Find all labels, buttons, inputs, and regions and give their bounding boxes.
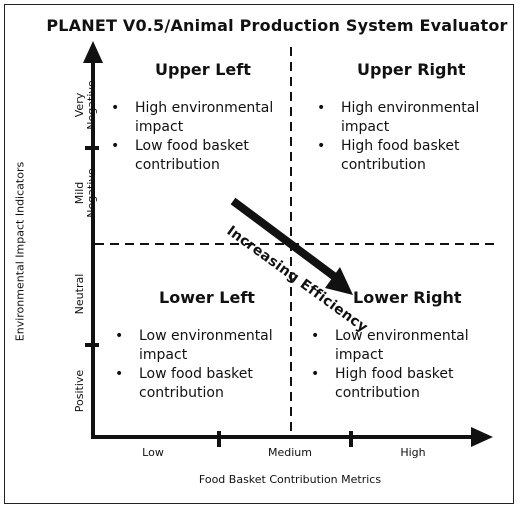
- list-item: Low food basket contribution: [111, 137, 281, 175]
- list-item: Low food basket contribution: [115, 365, 285, 403]
- quadrant-title-lower-right: Lower Right: [353, 288, 462, 307]
- quadrant-list-upper-right: High environmental impact High food bask…: [317, 99, 487, 175]
- diagram-frame: PLANET V0.5/Animal Production System Eva…: [4, 4, 514, 504]
- quadrant-list-lower-left: Low environmental impact Low food basket…: [115, 327, 285, 403]
- list-item: High food basket contribution: [311, 365, 481, 403]
- axes-layer: [83, 41, 495, 447]
- efficiency-arrow-shaft: [230, 197, 338, 281]
- x-tick-high: High: [400, 446, 426, 459]
- efficiency-arrowhead: [325, 267, 353, 295]
- list-item: High environmental impact: [111, 99, 281, 137]
- quadrant-list-lower-right: Low environmental impact High food baske…: [311, 327, 481, 403]
- list-item: Low environmental impact: [311, 327, 481, 365]
- y-axis-label: Environmental Impact Indicators: [13, 161, 27, 342]
- x-axis-arrowhead: [471, 427, 493, 447]
- list-item: High environmental impact: [317, 99, 487, 137]
- x-tick-medium: Medium: [268, 446, 312, 459]
- diagram-title: PLANET V0.5/Animal Production System Eva…: [46, 16, 508, 35]
- x-axis-label: Food Basket Contribution Metrics: [198, 473, 382, 486]
- y-axis-arrowhead: [83, 41, 103, 63]
- quadrant-title-upper-right: Upper Right: [357, 60, 466, 79]
- y-tick-mild-negative: Mild Negative: [73, 168, 98, 218]
- quadrant-title-lower-left: Lower Left: [159, 288, 255, 307]
- y-tick-very-negative: Very Negative: [73, 80, 98, 130]
- quadrant-title-upper-left: Upper Left: [155, 60, 251, 79]
- x-tick-low: Low: [142, 446, 164, 459]
- quadrant-list-upper-left: High environmental impact Low food baske…: [111, 99, 281, 175]
- list-item: High food basket contribution: [317, 137, 487, 175]
- list-item: Low environmental impact: [115, 327, 285, 365]
- y-tick-positive: Positive: [73, 369, 86, 413]
- y-tick-neutral: Neutral: [73, 273, 86, 315]
